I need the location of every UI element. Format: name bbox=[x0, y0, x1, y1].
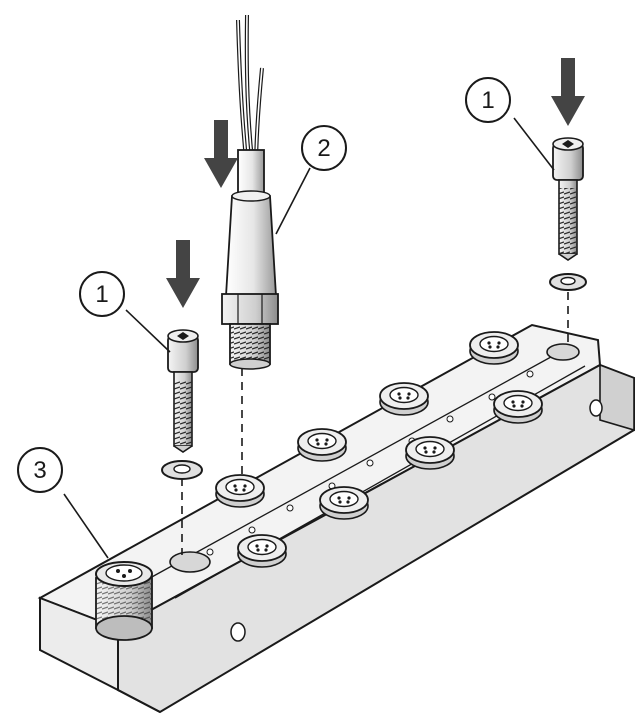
callout-leaders bbox=[63, 117, 555, 559]
port-socket bbox=[405, 436, 455, 470]
mounting-hole-end bbox=[589, 399, 603, 417]
top-hole-left bbox=[169, 551, 211, 573]
alignment-lines bbox=[181, 292, 569, 555]
left-washer bbox=[161, 460, 203, 480]
down-arrow-icon bbox=[551, 58, 585, 126]
port-socket bbox=[493, 390, 543, 424]
port-socket bbox=[319, 486, 369, 520]
callout-label: 1 bbox=[95, 281, 108, 308]
port-sockets bbox=[215, 331, 543, 568]
cable-connector bbox=[221, 14, 279, 370]
right-washer bbox=[549, 273, 587, 291]
callout-label: 3 bbox=[33, 457, 46, 484]
left-screw bbox=[167, 329, 199, 453]
right-screw bbox=[552, 137, 584, 261]
down-arrow-icon bbox=[204, 120, 238, 188]
callout-cable-connector: 2 bbox=[301, 125, 347, 171]
top-hole-right bbox=[546, 343, 580, 361]
callout-label: 2 bbox=[317, 135, 330, 162]
callout-right-screw: 1 bbox=[465, 77, 511, 123]
port-socket bbox=[379, 382, 429, 416]
callout-left-screw: 1 bbox=[79, 271, 125, 317]
port-socket bbox=[215, 474, 265, 508]
box-end-face bbox=[599, 363, 635, 432]
distributor-box bbox=[37, 323, 635, 714]
callout-bus-connector: 3 bbox=[17, 447, 63, 493]
port-socket bbox=[469, 331, 519, 365]
callout-label: 1 bbox=[481, 87, 494, 114]
bus-connector bbox=[95, 561, 153, 641]
mounting-hole-front bbox=[230, 622, 246, 642]
port-socket bbox=[297, 428, 347, 462]
down-arrow-icon bbox=[166, 240, 200, 308]
port-socket bbox=[237, 534, 287, 568]
